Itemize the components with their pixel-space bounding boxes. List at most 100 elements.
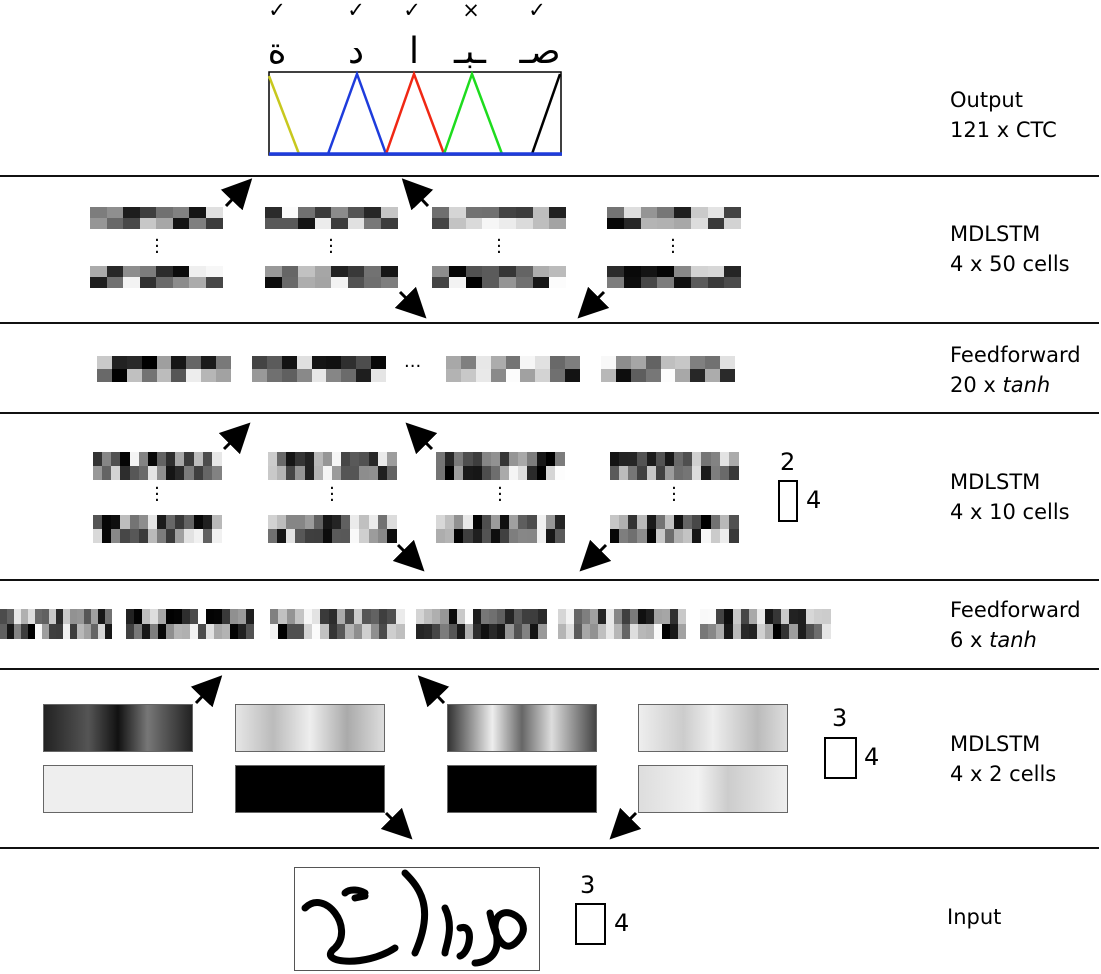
activation-cell: [700, 609, 709, 624]
layer-title: MDLSTM: [950, 470, 1041, 494]
activation-cell: [549, 218, 567, 229]
activation-cell: [529, 609, 539, 624]
activation-cell: [720, 368, 736, 382]
activation-cell: [230, 609, 238, 624]
activation-cell: [545, 528, 556, 543]
activation-cell: [156, 368, 172, 382]
activation-cell: [202, 465, 213, 480]
activation-cell: [147, 465, 158, 480]
activation-cell: [446, 356, 461, 369]
activation-cell: [456, 609, 466, 624]
activation-cell: [805, 624, 815, 639]
activation-cell: [14, 624, 21, 639]
activation-cell: [295, 515, 306, 529]
activation-cell: [646, 515, 657, 529]
activation-cell: [296, 368, 312, 382]
vertical-ellipsis-icon: ···: [328, 230, 334, 263]
activation-cell: [91, 624, 98, 639]
activation-cell: [623, 207, 641, 218]
activation-cell: [813, 624, 823, 639]
activation-cell: [515, 218, 533, 229]
activation-cell: [482, 277, 500, 288]
activation-cell: [304, 528, 315, 543]
activation-cell: [111, 368, 127, 382]
activation-cell: [156, 207, 173, 218]
activation-cell: [14, 609, 21, 624]
activation-cell: [123, 218, 140, 229]
activation-cell: [386, 528, 397, 543]
activation-cell: [147, 452, 158, 466]
activation-cell: [331, 277, 348, 288]
activation-cell: [295, 609, 305, 624]
activation-cell: [268, 452, 278, 466]
activation-strip: [446, 356, 581, 382]
activation-cell: [157, 452, 167, 466]
activation-cell: [440, 624, 450, 639]
activation-cell: [645, 368, 661, 382]
activation-cell: [387, 624, 397, 639]
scale-box: [575, 903, 606, 945]
activation-cell: [138, 452, 149, 466]
scale-height: 2: [780, 448, 796, 476]
activation-cell: [628, 452, 639, 466]
activation-cell: [347, 218, 365, 229]
separator: [0, 412, 1099, 414]
activation-cell: [690, 207, 708, 218]
activation-strip: [432, 266, 567, 288]
activation-cell: [230, 624, 238, 639]
activation-cell: [166, 528, 177, 543]
activation-cell: [377, 465, 388, 480]
activation-cell: [216, 356, 232, 369]
activation-cell: [637, 465, 648, 480]
activation-cell: [202, 528, 213, 543]
activation-cell: [322, 515, 333, 529]
wrong-mark: ×: [462, 0, 480, 22]
activation-cell: [134, 624, 142, 639]
activation-cell: [710, 452, 721, 466]
activation-cell: [646, 609, 654, 624]
activation-cell: [139, 277, 157, 288]
activation-cell: [497, 609, 507, 624]
activation-cell: [628, 528, 639, 543]
activation-cell: [206, 624, 214, 639]
activation-cell: [157, 515, 167, 529]
activation-cell: [359, 465, 370, 480]
activation-cell: [166, 609, 174, 624]
activation-cell: [683, 528, 694, 543]
activation-cell: [332, 528, 342, 543]
activation-cell: [545, 465, 556, 480]
activation-cell: [252, 368, 267, 382]
activation-cell: [448, 266, 466, 277]
activation-cell: [265, 266, 282, 277]
arrow-icon: [609, 807, 642, 840]
activation-cell: [328, 624, 338, 639]
activation-cell: [499, 207, 516, 218]
arrow-icon: [218, 422, 251, 455]
activation-cell: [111, 515, 122, 529]
activation-cell: [482, 218, 500, 229]
activation-cell: [630, 368, 646, 382]
activation-cell: [286, 515, 297, 529]
activation-strip: [436, 515, 565, 543]
separator: [0, 322, 1099, 324]
activation-cell: [166, 515, 177, 529]
activation-cell: [463, 465, 474, 480]
activation-cell: [174, 624, 182, 639]
activation-cell: [77, 609, 84, 624]
activation-cell: [322, 528, 333, 543]
arrow-icon: [577, 286, 610, 319]
activation-cell: [129, 465, 140, 480]
activation-cell: [728, 528, 739, 543]
activation-cell: [326, 356, 342, 369]
activation-cell: [445, 515, 456, 529]
activation-cell: [515, 266, 533, 277]
activation-cell: [475, 368, 491, 382]
activation-cell: [724, 624, 734, 639]
activation-cell: [157, 465, 167, 480]
activation-cell: [281, 368, 297, 382]
activation-cell: [126, 356, 142, 369]
activation-cell: [657, 207, 675, 218]
activation-cell: [623, 266, 641, 277]
activation-cell: [171, 356, 187, 369]
activation-cell: [93, 515, 103, 529]
